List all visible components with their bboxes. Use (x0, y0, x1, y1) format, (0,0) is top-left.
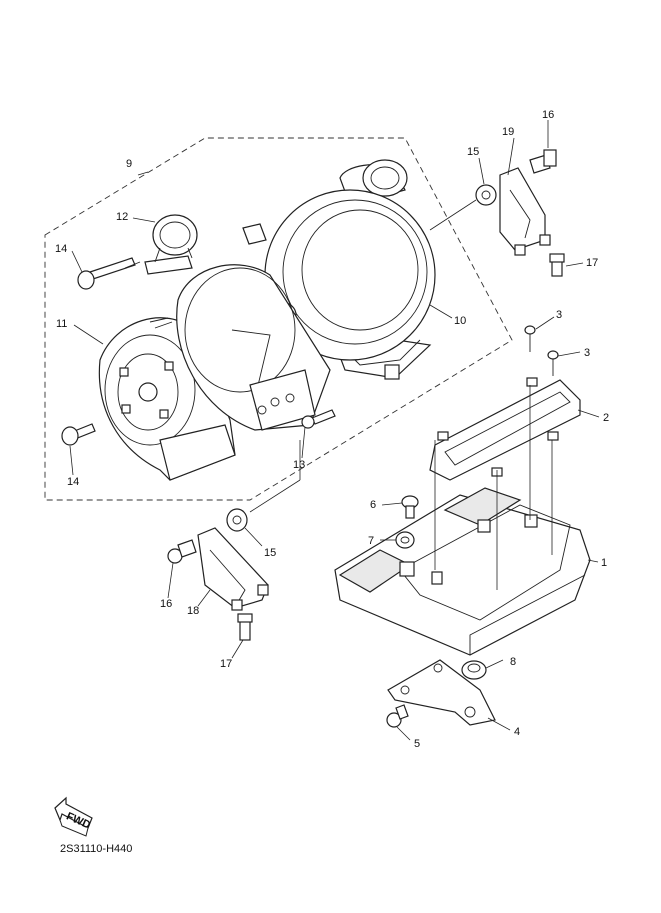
callout-16-upper: 16 (542, 109, 554, 121)
part-bolt-5 (386, 704, 409, 728)
drawing-code: 2S31110-H440 (60, 843, 132, 855)
part-bolt-16-lower (167, 539, 197, 564)
callout-6: 8 (510, 656, 516, 668)
leader-lines (69, 120, 600, 741)
callout-16-lower: 16 (160, 598, 172, 610)
callout-14-upper: 14 (55, 243, 67, 255)
callout-14-lower: 14 (67, 476, 79, 488)
callout-19: 19 (502, 126, 514, 138)
part-screw-14-lower (61, 423, 96, 446)
part-bolt-16-upper (529, 149, 557, 174)
callout-11: 11 (56, 318, 67, 330)
part-grommet-6 (461, 660, 487, 680)
part-grommet-15-upper (475, 184, 497, 206)
part-bracket-plate-4 (387, 659, 496, 726)
part-bracket-19 (499, 167, 551, 256)
callout-3-upper: 3 (556, 309, 562, 321)
callout-1: 1 (601, 557, 607, 569)
part-lamp-socket (144, 214, 198, 275)
part-bolt-8 (401, 495, 419, 519)
part-meter-inner (176, 223, 331, 431)
part-screw-13 (301, 409, 336, 429)
callout-9: 9 (126, 158, 132, 170)
assembly-boundary-9 (44, 137, 513, 501)
callout-7: 7 (368, 535, 374, 547)
part-grommet-15-lower (226, 508, 248, 532)
callout-8: 6 (370, 499, 376, 511)
callout-4: 4 (514, 726, 520, 738)
callout-3-lower: 3 (584, 347, 590, 359)
part-screws-3 (524, 325, 559, 376)
part-bolt-17-lower (237, 613, 253, 641)
callout-17-upper: 17 (586, 257, 598, 269)
callout-13: 13 (293, 459, 305, 471)
part-gasket (429, 377, 581, 481)
part-bolt-17-upper (549, 253, 565, 277)
callout-15-upper: 15 (467, 146, 479, 158)
callout-15-lower: 15 (264, 547, 276, 559)
callout-labels: 9 12 14 11 10 15 19 16 17 3 3 2 13 14 6 … (55, 109, 609, 750)
fwd-arrow-icon: FWD (54, 796, 93, 837)
callout-12: 12 (116, 211, 128, 223)
callout-2: 2 (603, 412, 609, 424)
callout-10: 10 (454, 315, 466, 327)
part-bracket-18 (197, 527, 269, 611)
callout-5: 5 (414, 738, 420, 750)
part-screw-14-upper (77, 257, 136, 290)
callout-17-lower: 17 (220, 658, 232, 670)
callout-18: 18 (187, 605, 199, 617)
part-grommet-7 (395, 531, 415, 549)
